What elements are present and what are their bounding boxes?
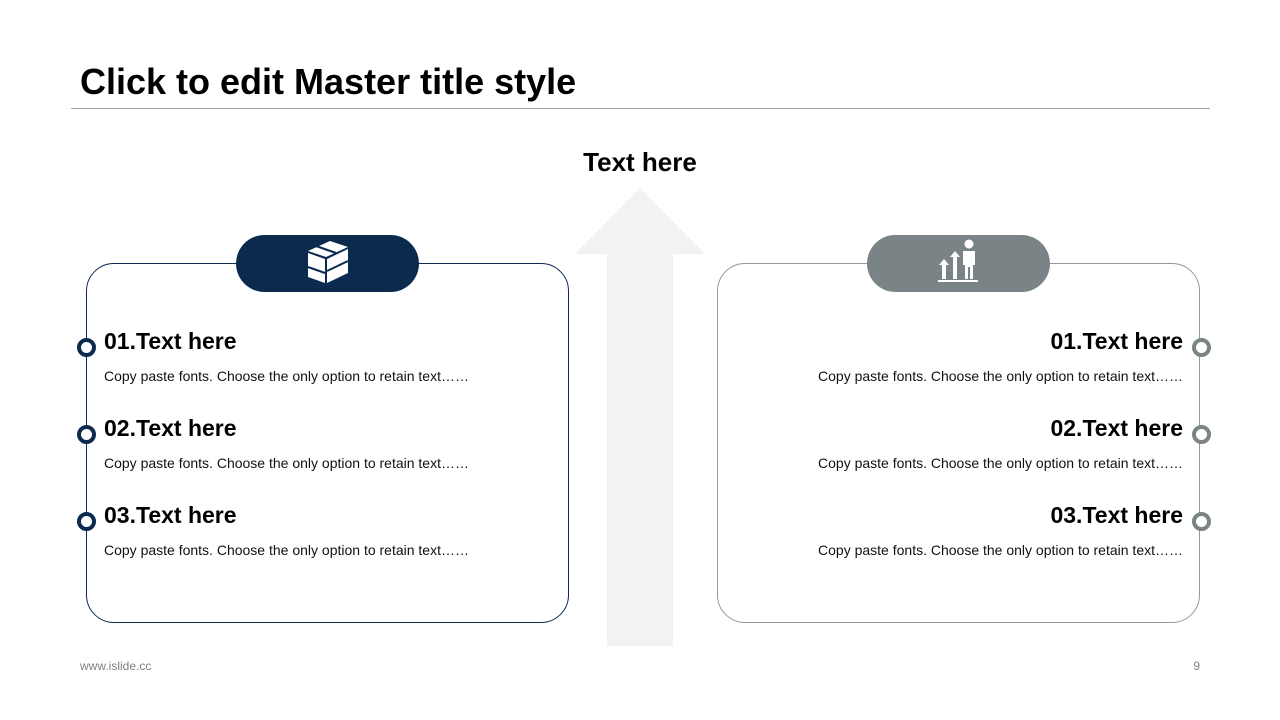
boxes-icon	[306, 237, 350, 290]
right-item-3-marker	[1192, 512, 1211, 531]
right-item-1-desc: Copy paste fonts. Choose the only option…	[818, 368, 1183, 384]
left-item-2-desc: Copy paste fonts. Choose the only option…	[104, 455, 469, 471]
right-item-1-marker	[1192, 338, 1211, 357]
left-item-3-marker	[77, 512, 96, 531]
right-panel-header	[867, 235, 1050, 292]
center-label: Text here	[583, 147, 697, 177]
title-divider	[71, 108, 1210, 109]
left-panel	[86, 263, 569, 623]
left-item-1-desc: Copy paste fonts. Choose the only option…	[104, 368, 469, 384]
left-item-3-desc: Copy paste fonts. Choose the only option…	[104, 542, 469, 558]
left-panel-header	[236, 235, 419, 292]
up-arrow-graphic	[575, 188, 705, 646]
right-item-2-title: 02.Text here	[1050, 415, 1183, 441]
left-item-1-title: 01.Text here	[104, 328, 237, 354]
right-item-1-title: 01.Text here	[1050, 328, 1183, 354]
page-number: 9	[1193, 659, 1200, 673]
right-item-2-desc: Copy paste fonts. Choose the only option…	[818, 455, 1183, 471]
left-item-2-title: 02.Text here	[104, 415, 237, 441]
page-title: Click to edit Master title style	[80, 61, 577, 102]
right-panel	[717, 263, 1200, 623]
right-item-3-desc: Copy paste fonts. Choose the only option…	[818, 542, 1183, 558]
person-growth-icon	[937, 239, 981, 288]
right-item-3-title: 03.Text here	[1050, 502, 1183, 528]
left-item-3-title: 03.Text here	[104, 502, 237, 528]
left-item-1-marker	[77, 338, 96, 357]
right-item-2-marker	[1192, 425, 1211, 444]
left-item-2-marker	[77, 425, 96, 444]
footer-url: www.islide.cc	[80, 659, 152, 673]
